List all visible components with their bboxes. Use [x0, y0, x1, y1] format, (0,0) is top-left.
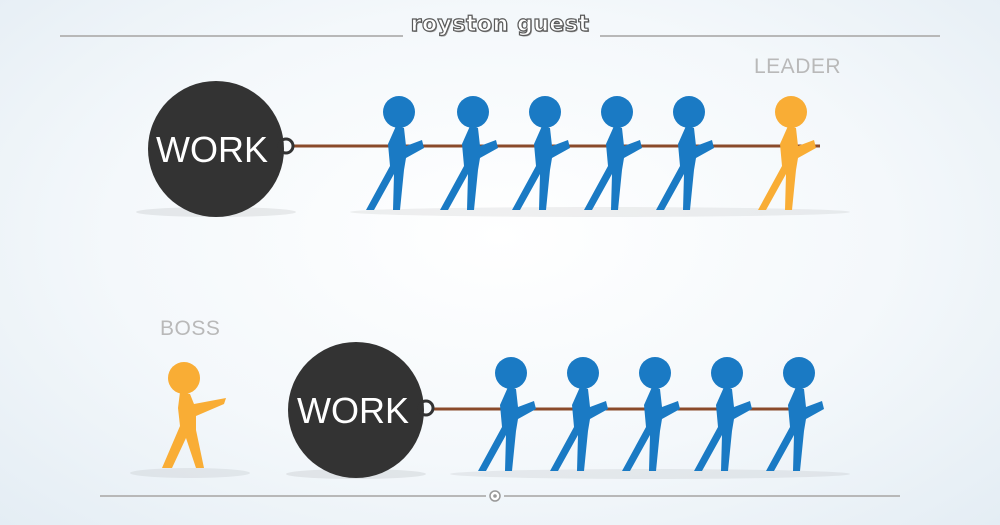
work-weight-icon — [288, 342, 424, 478]
slider-dot-center — [493, 494, 497, 498]
boss-label: BOSS — [160, 317, 221, 340]
leader-person-icon — [758, 96, 816, 210]
person-icon — [478, 357, 536, 471]
person-icon — [656, 96, 714, 210]
weight-ring — [277, 137, 295, 155]
person-icon — [550, 357, 608, 471]
boss-person-icon — [162, 362, 226, 468]
bottom-scene: WORK — [130, 342, 850, 479]
person-icon — [694, 357, 752, 471]
person-icon — [366, 96, 424, 210]
leader-label: LEADER — [754, 55, 842, 78]
top-scene: WORK — [136, 81, 850, 217]
team-shadow — [350, 207, 850, 217]
person-icon — [584, 96, 642, 210]
work-weight-icon — [148, 81, 284, 217]
person-icon — [622, 357, 680, 471]
person-icon — [512, 96, 570, 210]
person-icon — [766, 357, 824, 471]
team-shadow — [450, 469, 850, 479]
top-weight-label: WORK — [156, 129, 268, 170]
bottom-weight-label: WORK — [297, 390, 409, 431]
boss-shadow — [130, 468, 250, 478]
weight-ring — [417, 399, 435, 417]
person-icon — [440, 96, 498, 210]
brand-logo-text: royston guest — [410, 11, 590, 37]
